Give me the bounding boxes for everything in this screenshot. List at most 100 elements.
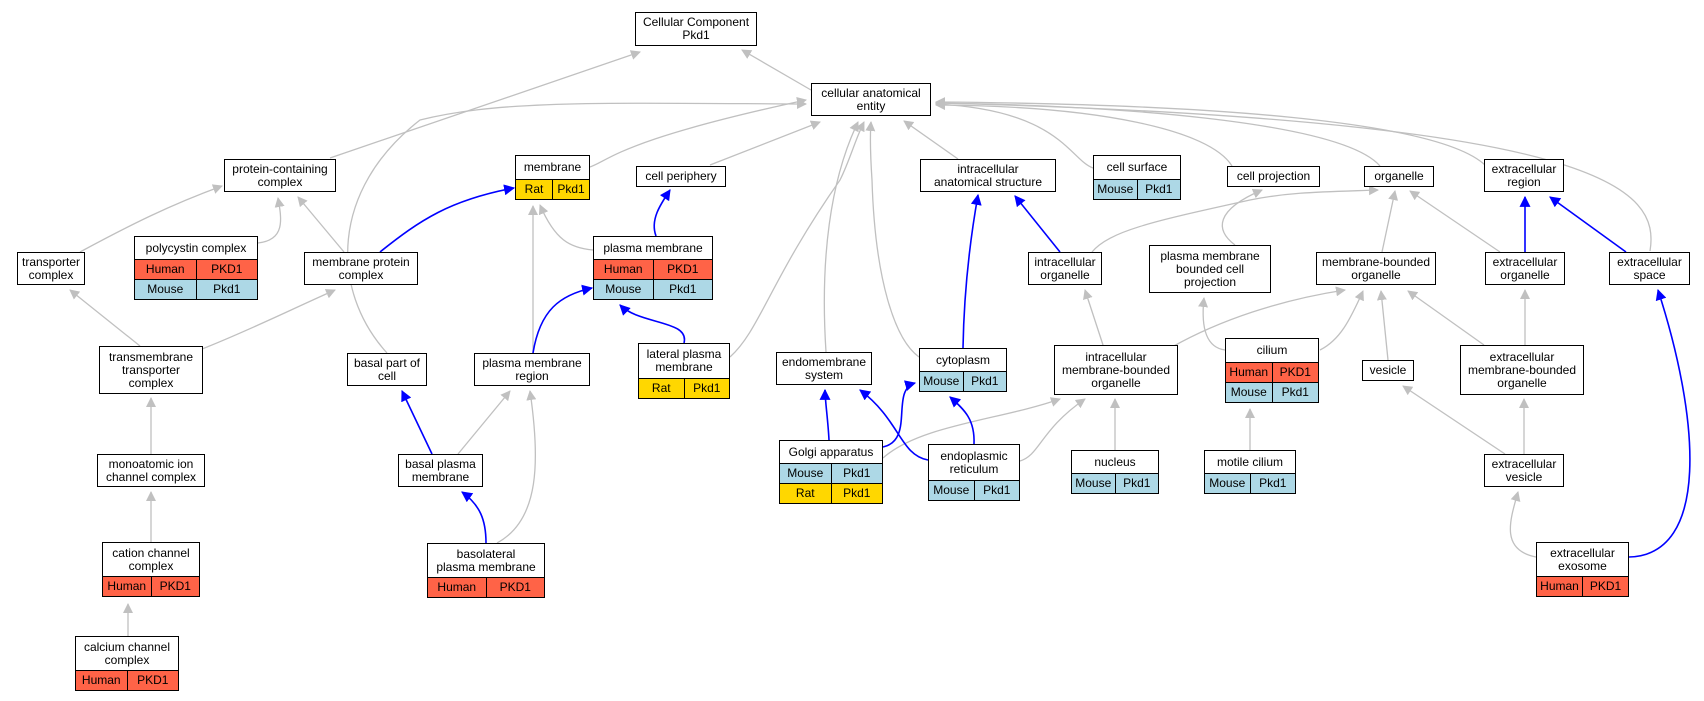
node-label: motile cilium (1216, 454, 1283, 469)
node-label: cytoplasm (935, 352, 991, 367)
species-cell: Human (103, 577, 151, 596)
edge-tmtc-to-transporter (69, 289, 141, 347)
edge-imbo-to-mbo (1171, 286, 1346, 348)
node-imbo: intracellular membrane-bounded organelle (1054, 345, 1178, 395)
node-label: basolateral plasma membrane (436, 546, 536, 574)
node-label: endomembrane system (781, 354, 867, 382)
species-cell: Human (135, 260, 196, 279)
gene-cell: PKD1 (1271, 363, 1318, 382)
species-cell: Mouse (1094, 180, 1137, 199)
node-exreg: extracellular region (1484, 159, 1564, 192)
node-cellproj: cell projection (1227, 166, 1320, 187)
edge-pm-to-cellper (653, 189, 671, 237)
edge-icorg-to-organelle (1091, 185, 1379, 253)
species-cell: Mouse (135, 280, 196, 299)
node-label: cation channel complex (112, 545, 190, 573)
node-pmr: plasma membrane region (474, 353, 590, 386)
edge-pcc-to-root (329, 50, 641, 159)
edge-polycystin-to-pcc (257, 197, 285, 244)
node-label: plasma membrane bounded cell projection (1160, 248, 1260, 289)
species-cell: Mouse (1205, 474, 1250, 493)
edge-basalpm-to-basalpart (401, 390, 433, 455)
edge-membrane-to-cae (589, 97, 807, 168)
edge-pmr-to-pm (532, 284, 594, 354)
node-label: lateral plasma membrane (646, 347, 722, 374)
node-cellper: cell periphery (636, 166, 726, 187)
edge-cilium-to-mbo (1319, 290, 1364, 351)
edge-basolat-to-basalpm (461, 491, 487, 544)
node-label: cell surface (1106, 160, 1168, 174)
node-label: extracellular organelle (1492, 254, 1558, 282)
species-cell: Human (1226, 363, 1272, 382)
edge-embo-to-mbo (1407, 290, 1485, 346)
edge-vesicle-to-mbo (1376, 290, 1389, 361)
gene-cell: PKD1 (195, 260, 257, 279)
node-mbo: membrane-bounded organelle (1316, 252, 1436, 285)
node-label: extracellular region (1491, 161, 1557, 189)
edge-mpc-to-pcc (297, 196, 345, 253)
gene-cell: Pkd1 (1136, 180, 1180, 199)
node-label: plasma membrane (603, 240, 703, 255)
node-label: endoplasmic reticulum (940, 448, 1008, 476)
edge-pm-to-membrane (538, 204, 594, 251)
node-label: cell periphery (645, 169, 717, 183)
node-label: intracellular anatomical structure (933, 161, 1043, 189)
edge-latpm-to-cae (729, 121, 865, 358)
node-label: cilium (1256, 343, 1288, 357)
node-organelle: organelle (1364, 166, 1434, 187)
edge-endomem-to-cae (823, 121, 859, 353)
edge-basolat-to-pmr (496, 390, 537, 544)
node-label: basal part of cell (353, 355, 421, 383)
species-cell: Mouse (594, 280, 653, 299)
node-root: Cellular Component Pkd1 (635, 12, 757, 46)
gene-cell: Pkd1 (830, 464, 882, 483)
edge-cilium-to-pmbcp (1198, 297, 1226, 351)
node-basalpart: basal part of cell (347, 353, 427, 386)
edge-latpm-to-pm (619, 304, 686, 344)
node-label: extracellular exosome (1550, 545, 1615, 573)
gene-cell: PKD1 (485, 578, 544, 597)
node-label: transporter complex (21, 254, 81, 282)
gene-cell: Pkd1 (1249, 474, 1295, 493)
gene-cell: Pkd1 (552, 180, 589, 199)
node-label: Cellular Component Pkd1 (642, 15, 750, 42)
edge-er-to-imbo (1019, 398, 1086, 462)
edge-transporter-to-pcc (79, 184, 223, 253)
node-icorg: intracellular organelle (1028, 252, 1102, 285)
gene-cell: PKD1 (126, 671, 178, 690)
gene-cell: PKD1 (1582, 577, 1628, 596)
species-cell: Human (76, 671, 127, 690)
edge-exspace-to-exreg (1549, 196, 1627, 253)
node-label: extracellular space (1617, 254, 1682, 282)
edge-exosome-to-exspace (1628, 288, 1691, 558)
edge-exosome-to-exves (1509, 491, 1537, 558)
edge-golgi-to-imbo (882, 397, 1061, 459)
node-label: transmembrane transporter complex (108, 349, 194, 390)
edge-basalpart-to-cae (347, 98, 807, 354)
gene-cell: Pkd1 (1114, 474, 1158, 493)
species-cell: Mouse (1072, 474, 1115, 493)
edge-imbo-to-icorg (1083, 289, 1104, 346)
edge-icorg-to-ias (1014, 195, 1061, 253)
species-cell: Mouse (780, 464, 831, 483)
node-label: polycystin complex (145, 240, 247, 255)
gene-cell: Pkd1 (1271, 383, 1318, 402)
